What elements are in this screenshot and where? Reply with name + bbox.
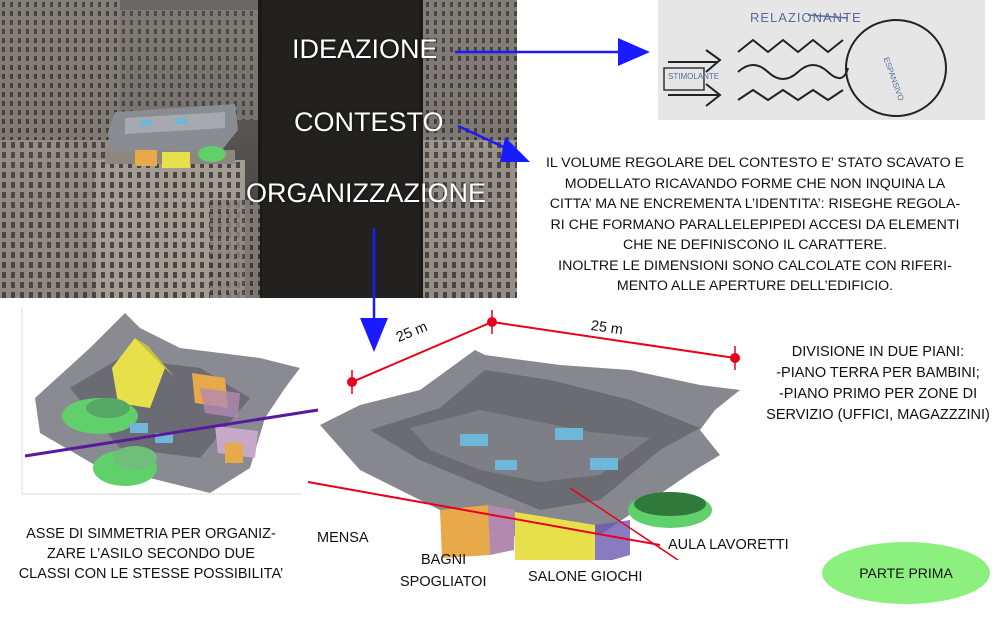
description-line: IL VOLUME REGOLARE DEL CONTESTO E’ STATO… bbox=[545, 155, 965, 171]
step-organizzazione: ORGANIZZAZIONE bbox=[246, 178, 487, 208]
sketch-drawing bbox=[658, 0, 985, 120]
description-line: CHE NE DEFINISCONO IL CARATTERE. bbox=[622, 237, 888, 253]
sketch-left-label: STIMOLANTE bbox=[668, 72, 720, 81]
floors-description: DIVISIONE IN DUE PIANI: -PIANO TERRA PER… bbox=[756, 342, 1000, 426]
arrow-ideazione bbox=[455, 38, 650, 66]
arrow-contesto bbox=[457, 124, 530, 162]
part-badge-label: PARTE PRIMA bbox=[859, 565, 953, 581]
description-line: MODELLATO RICAVANDO FORME CHE NON INQUIN… bbox=[564, 175, 946, 192]
arrow-organizzazione bbox=[360, 228, 388, 352]
description-line: CITTA’ MA NE ENCREMENTA L’IDENTITA’: RIS… bbox=[549, 196, 961, 212]
symmetry-line: ZARE L’ASILO SECONDO DUE bbox=[47, 546, 255, 562]
room-mensa: MENSA bbox=[317, 530, 369, 546]
step-contesto: CONTESTO bbox=[294, 107, 444, 137]
symmetry-line: ASSE DI SIMMETRIA PER ORGANIZ- bbox=[26, 526, 276, 542]
sketch-title: RELAZIONANTE bbox=[750, 10, 862, 25]
description-line: INOLTRE LE DIMENSIONI SONO CALCOLATE CON… bbox=[558, 257, 952, 274]
step-ideazione: IDEAZIONE bbox=[292, 34, 438, 64]
context-photo: IDEAZIONE CONTESTO ORGANIZZAZIONE bbox=[0, 0, 517, 298]
symmetry-caption: ASSE DI SIMMETRIA PER ORGANIZ- ZARE L’AS… bbox=[14, 524, 288, 584]
room-bagni: BAGNI bbox=[421, 552, 467, 568]
description-line: MENTO ALLE APERTURE DELL’EDIFICIO. bbox=[616, 278, 894, 294]
symmetry-line: CLASSI CON LE STESSE POSSIBILITA’ bbox=[18, 566, 284, 582]
description-line: RI CHE FORMANO PARALLELEPIPEDI ACCESI DA… bbox=[550, 216, 960, 233]
symmetry-model bbox=[21, 308, 319, 495]
floors-line: -PIANO TERRA PER BAMBINI; bbox=[776, 365, 980, 381]
floors-line: DIVISIONE IN DUE PIANI: bbox=[791, 344, 965, 360]
dimension-lines bbox=[347, 310, 740, 394]
city-skyline-illustration bbox=[0, 0, 517, 298]
concept-sketch: RELAZIONANTE STIMOLANTE ESPANSIVO bbox=[658, 0, 985, 120]
floors-line: -PIANO PRIMO PER ZONE DI bbox=[778, 386, 978, 402]
room-aula-lavoretti: AULA LAVORETTI bbox=[668, 537, 789, 553]
building-model bbox=[307, 310, 740, 560]
room-salone-giochi: SALONE GIOCHI bbox=[528, 569, 643, 585]
room-spogliatoi: SPOGLIATOI bbox=[400, 574, 487, 590]
floors-line: SERVIZIO (UFFICI, MAGAZZZINI) bbox=[766, 407, 990, 423]
context-description: IL VOLUME REGOLARE DEL CONTESTO E’ STATO… bbox=[528, 153, 982, 297]
part-badge: PARTE PRIMA bbox=[822, 542, 990, 604]
